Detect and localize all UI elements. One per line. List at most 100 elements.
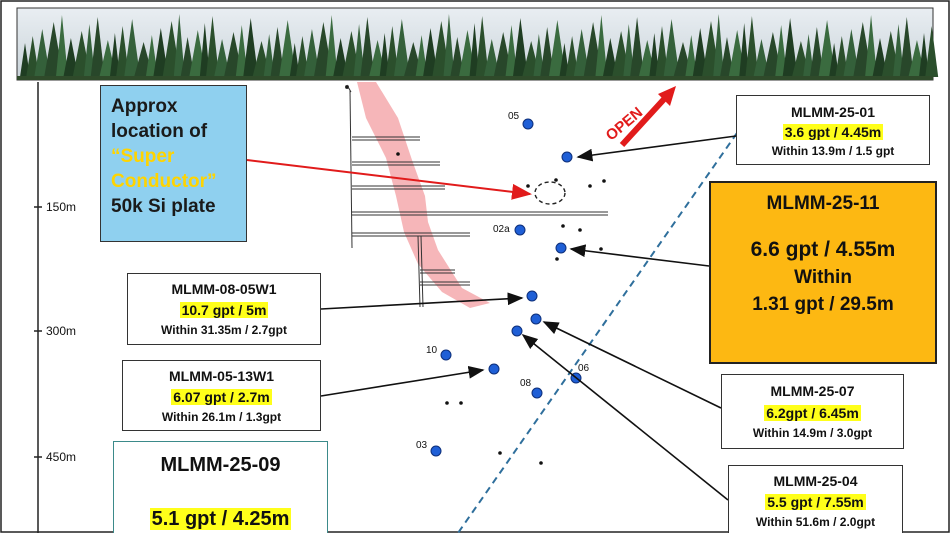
pointer-25-04	[521, 333, 729, 501]
intercept-point	[602, 179, 606, 183]
tree-shape	[393, 19, 410, 77]
tree-shape	[325, 15, 338, 77]
callout-08-05w1-within: Within 31.35m / 2.7gpt	[161, 323, 287, 337]
super-line-5: 50k Si plate	[111, 196, 216, 217]
drillhole-dot	[514, 224, 526, 236]
tick-label-450: 450m	[46, 450, 76, 464]
tree-shape	[235, 25, 248, 77]
tree-shape	[55, 15, 68, 77]
callout-25-07-within: Within 14.9m / 3.0gpt	[752, 426, 873, 440]
tree-shape	[199, 23, 210, 77]
tree-shape	[899, 17, 914, 77]
tick-label-300: 300m	[46, 324, 76, 338]
super-conductor-callout: Approx location of “Super Conductor” 50k…	[100, 85, 247, 242]
hole-label-10: 10	[426, 345, 438, 356]
intercept-points	[396, 152, 606, 465]
tree-shape	[116, 26, 130, 77]
drillhole-dot	[531, 387, 543, 399]
tree-shape	[243, 18, 259, 77]
tree-shape	[353, 24, 365, 77]
callout-25-01-within: Within 13.9m / 1.5 gpt	[771, 144, 895, 158]
callout-mlmm-25-04: MLMM-25-04 5.5 gpt / 7.55m Within 51.6m …	[728, 465, 903, 533]
pointer-25-11	[569, 244, 710, 267]
callout-pointers	[320, 135, 737, 501]
tree-shape	[109, 33, 120, 77]
callout-25-04-title: MLMM-25-04	[773, 473, 858, 489]
tree-shape	[559, 43, 570, 77]
callout-mlmm-25-11: MLMM-25-11 6.6 gpt / 4.55m Within 1.31 g…	[709, 181, 937, 364]
intercept-point	[445, 401, 449, 405]
callout-08-05w1-title: MLMM-08-05W1	[171, 281, 277, 297]
tree-shape	[713, 14, 725, 77]
callout-25-04-within: Within 51.6m / 2.0gpt	[755, 515, 876, 529]
drillhole-dot	[526, 290, 538, 302]
tree-shape	[263, 34, 275, 77]
callout-05-13w1-title: MLMM-05-13W1	[168, 368, 274, 384]
intercept-point	[539, 461, 543, 465]
tree-shape	[919, 33, 929, 77]
tree-shape	[295, 36, 309, 77]
callout-mlmm-05-13w1: MLMM-05-13W1 6.07 gpt / 2.7m Within 26.1…	[122, 360, 321, 431]
pointer-05-13w1	[320, 365, 485, 397]
tree-shape	[829, 43, 840, 77]
super-line-1: Approx	[111, 96, 178, 117]
super-line-4: Conductor”	[111, 171, 217, 192]
callout-mlmm-25-01: MLMM-25-01 3.6 gpt / 4.45m Within 13.9m …	[736, 95, 930, 165]
tree-shape	[385, 26, 399, 77]
tree-shape	[206, 16, 219, 77]
tree-shape	[533, 34, 545, 77]
callout-25-11-within: 1.31 gpt / 29.5m	[752, 294, 894, 315]
tree-shape	[692, 28, 708, 77]
intercept-point	[555, 257, 559, 261]
intercept-point	[396, 152, 400, 156]
tree-shape	[379, 33, 390, 77]
tree-shape	[90, 17, 105, 77]
tree-shape	[512, 18, 528, 77]
tree-shape	[26, 36, 40, 77]
intercept-point	[498, 451, 502, 455]
tree-shape	[423, 28, 438, 77]
drillhole-dot	[522, 118, 534, 130]
tree-shape	[83, 24, 95, 77]
hole-label-05: 05	[508, 111, 520, 122]
drillhole-dot	[440, 349, 452, 361]
structure-trend-line	[457, 132, 738, 533]
callout-25-04-grade: 5.5 gpt / 7.55m	[765, 494, 866, 510]
callout-25-01-grade: 3.6 gpt / 4.45m	[782, 124, 884, 140]
tree-shape	[443, 14, 455, 77]
callout-25-11-grade: 6.6 gpt / 4.55m	[750, 238, 896, 261]
super-line-3: “Super	[111, 146, 175, 167]
tree-shape	[270, 27, 285, 77]
callout-mlmm-25-09: MLMM-25-09 5.1 gpt / 4.25m	[113, 441, 328, 533]
tree-shape	[630, 17, 645, 77]
tree-shape	[415, 35, 428, 77]
drillhole-dot	[488, 363, 500, 375]
callout-05-13w1-grade: 6.07 gpt / 2.7m	[171, 389, 272, 405]
callout-mlmm-08-05w1: MLMM-08-05W1 10.7 gpt / 5m Within 31.35m…	[127, 273, 321, 345]
tree-shape	[289, 43, 300, 77]
intercept-point	[526, 184, 530, 188]
callout-25-11-within-label: Within	[794, 267, 852, 288]
hole-label-03: 03	[416, 440, 428, 451]
tree-shape	[649, 33, 660, 77]
pointer-08-05w1	[320, 292, 524, 310]
pointer-25-07	[542, 321, 722, 409]
intercept-point	[588, 184, 592, 188]
depth-axis: 150m 300m 450m	[34, 82, 76, 533]
conductor-zone	[357, 82, 490, 308]
drillhole-dot	[561, 151, 573, 163]
tree-shape	[892, 24, 904, 77]
tree-shape	[655, 26, 669, 77]
callout-25-09-title: MLMM-25-09	[160, 454, 281, 476]
callout-25-07-grade: 6.2gpt / 6.45m	[764, 405, 861, 421]
super-line-2: location of	[111, 121, 208, 142]
drillhole-dot	[530, 313, 542, 325]
tree-shape	[803, 34, 815, 77]
drillhole-dot	[430, 445, 442, 457]
intercept-point	[459, 401, 463, 405]
tree-shape	[865, 15, 878, 77]
tree-shape	[153, 28, 169, 77]
tree-shape	[360, 17, 375, 77]
tree-shape	[623, 24, 635, 77]
